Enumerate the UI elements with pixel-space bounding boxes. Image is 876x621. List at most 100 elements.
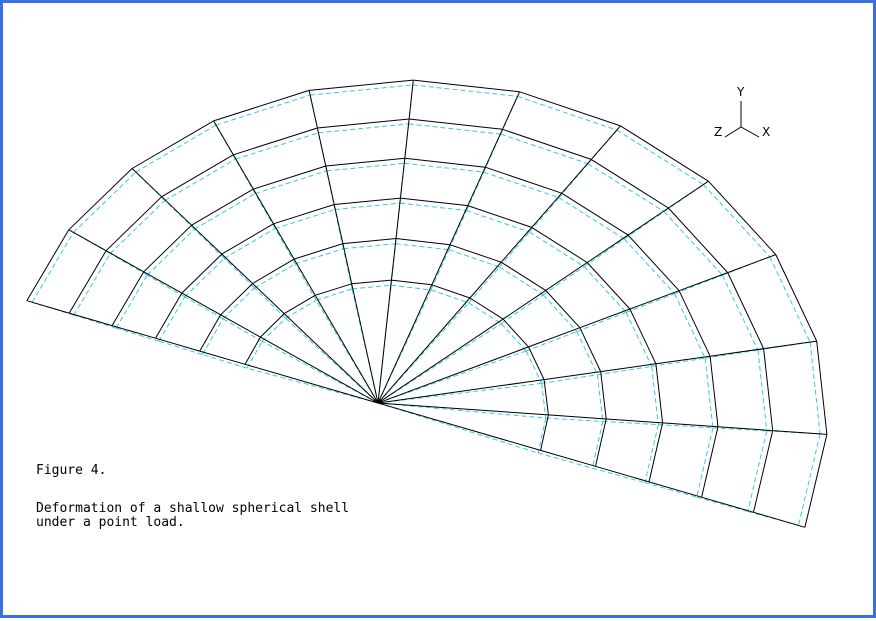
mesh-radial-edge bbox=[252, 188, 274, 225]
mesh-radial-edge bbox=[753, 511, 806, 528]
mesh-ring-edge bbox=[468, 302, 502, 325]
mesh-ring-edge bbox=[254, 263, 296, 289]
mesh-ring-edge bbox=[260, 313, 285, 338]
mesh-radial-edge bbox=[325, 165, 335, 205]
shell-mesh-plot: Y X Z bbox=[26, 79, 828, 528]
mesh-radial-edge bbox=[651, 357, 706, 367]
mesh-ring-edge bbox=[135, 124, 217, 173]
mesh-spoke bbox=[377, 318, 504, 404]
mesh-radial-edge bbox=[294, 263, 317, 301]
mesh-ring-edge bbox=[517, 95, 618, 131]
mesh-spoke bbox=[351, 283, 379, 404]
mesh-radial-edge bbox=[164, 200, 195, 230]
mesh-ring-edge bbox=[343, 243, 396, 250]
mesh-radial-edge bbox=[674, 274, 723, 295]
mesh-ring-edge bbox=[469, 297, 504, 320]
mesh-ring-edge bbox=[502, 128, 592, 160]
mesh-ring-edge bbox=[315, 283, 352, 296]
mesh-ring-edge bbox=[757, 350, 768, 431]
mesh-radial-edge bbox=[155, 337, 200, 352]
mesh-radial-edge bbox=[668, 180, 709, 209]
mesh-spoke bbox=[246, 367, 379, 404]
mesh-radial-edge bbox=[484, 129, 503, 168]
mesh-ring-edge bbox=[586, 262, 631, 310]
mesh-radial-edge bbox=[194, 228, 225, 259]
mesh-radial-edge bbox=[542, 266, 585, 296]
mesh-ring-edge bbox=[395, 243, 450, 251]
mesh-ring-edge bbox=[400, 197, 468, 207]
mesh-radial-edge bbox=[181, 292, 221, 316]
mesh-ring-edge bbox=[708, 180, 777, 255]
mesh-spoke bbox=[377, 350, 527, 404]
mesh-radial-edge bbox=[143, 271, 183, 294]
mesh-radial-edge bbox=[644, 482, 697, 498]
mesh-radial-edge bbox=[763, 340, 817, 350]
mesh-ring-edge bbox=[400, 202, 467, 212]
mesh-radial-edge bbox=[541, 374, 598, 384]
mesh-spoke bbox=[244, 363, 379, 404]
mesh-ring-edge bbox=[220, 283, 253, 316]
mesh-radial-edge bbox=[467, 166, 486, 206]
mesh-ring-edge bbox=[413, 79, 520, 93]
mesh-ring-edge bbox=[334, 202, 401, 210]
mesh-ring-edge bbox=[404, 162, 484, 173]
mesh-ring-edge bbox=[543, 379, 549, 415]
y-axis-label: Y bbox=[736, 85, 745, 99]
mesh-radial-edge bbox=[254, 287, 286, 319]
figure-description-line-1: Deformation of a shallow spherical shell bbox=[36, 501, 350, 516]
mesh-ring-edge bbox=[68, 168, 133, 231]
mesh-ring-edge bbox=[775, 254, 818, 342]
mesh-radial-edge bbox=[772, 430, 827, 435]
mesh-ring-edge bbox=[591, 421, 604, 469]
mesh-spoke bbox=[377, 302, 469, 404]
mesh-ring-edge bbox=[158, 296, 186, 342]
mesh-radial-edge bbox=[220, 314, 261, 338]
mesh-ring-edge bbox=[727, 272, 765, 349]
mesh-ring-edge bbox=[73, 171, 137, 233]
mesh-radial-edge bbox=[678, 272, 728, 292]
mesh-ring-edge bbox=[537, 417, 547, 454]
mesh-radial-edge bbox=[600, 363, 656, 373]
mesh-ring-edge bbox=[199, 314, 222, 352]
mesh-ring-edge bbox=[576, 331, 598, 375]
mesh-ring-edge bbox=[663, 211, 723, 276]
mesh-radial-edge bbox=[105, 250, 144, 273]
mesh-radial-edge bbox=[627, 207, 669, 236]
mesh-radial-edge bbox=[717, 426, 773, 432]
mesh-ring-edge bbox=[590, 158, 669, 209]
mesh-ring-edge bbox=[540, 414, 549, 451]
mesh-ring-edge bbox=[255, 170, 327, 195]
mesh-radial-edge bbox=[26, 300, 70, 314]
mesh-ring-edge bbox=[155, 292, 183, 339]
mesh-ring-edge bbox=[525, 350, 543, 384]
mesh-radial-edge bbox=[273, 223, 295, 260]
mesh-ring-edge bbox=[310, 84, 413, 96]
mesh-ring-edge bbox=[431, 284, 471, 299]
mesh-radial-edge bbox=[579, 308, 631, 329]
mesh-radial-edge bbox=[624, 211, 665, 240]
mesh-ring-edge bbox=[235, 132, 319, 160]
mesh-ring-edge bbox=[285, 299, 317, 319]
mesh-radial-edge bbox=[252, 283, 285, 314]
mesh-radial-edge bbox=[184, 296, 224, 320]
mesh-ring-edge bbox=[528, 346, 545, 380]
mesh-radial-edge bbox=[545, 417, 603, 422]
mesh-radial-edge bbox=[727, 254, 776, 274]
mesh-radial-edge bbox=[404, 118, 410, 159]
mesh-ring-edge bbox=[629, 308, 657, 365]
mesh-radial-edge bbox=[469, 261, 502, 299]
mesh-ring-edge bbox=[704, 358, 714, 428]
mesh-radial-edge bbox=[701, 496, 754, 513]
mesh-ring-edge bbox=[352, 284, 392, 290]
mesh-ring-edge bbox=[769, 256, 811, 343]
mesh-ring-edge bbox=[753, 430, 774, 513]
mesh-ring-edge bbox=[721, 274, 759, 351]
mesh-radial-edge bbox=[111, 325, 156, 339]
mesh-ring-edge bbox=[115, 274, 148, 329]
mesh-radial-edge bbox=[629, 290, 680, 310]
mesh-spoke bbox=[377, 402, 541, 451]
mesh-ring-edge bbox=[194, 193, 256, 230]
mesh-ring-edge bbox=[600, 371, 607, 420]
mesh-ring-edge bbox=[587, 163, 665, 213]
mesh-ring-edge bbox=[627, 234, 680, 292]
